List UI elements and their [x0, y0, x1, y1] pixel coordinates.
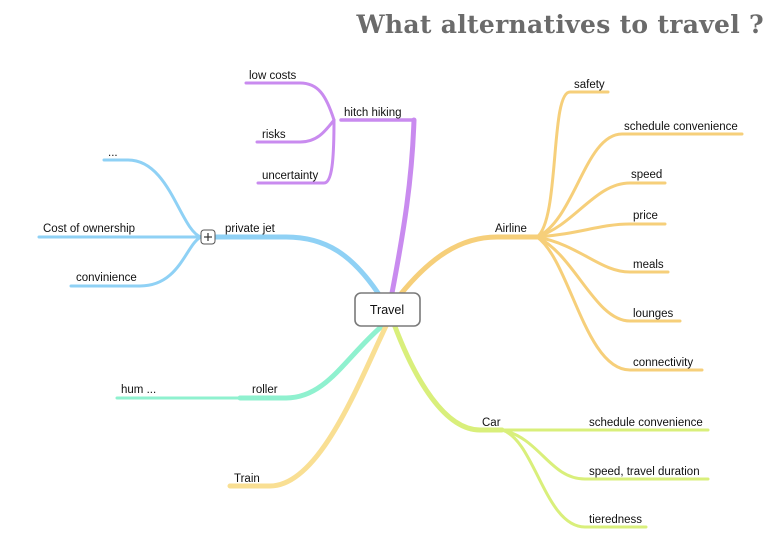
connector-safety [535, 90, 610, 239]
connector-roller [237, 323, 385, 401]
subtopic-ellipsis[interactable]: ... [108, 147, 118, 159]
subtopic-uncertainty[interactable]: uncertainty [262, 170, 319, 182]
subtopic-cost-of-ownership[interactable]: Cost of ownership [43, 223, 135, 235]
subtopic-speed[interactable]: speed [631, 169, 662, 181]
connector-tieredness [500, 428, 648, 529]
central-node-label: Travel [370, 303, 404, 317]
connector-price [535, 222, 667, 239]
connector-speed-travel-duration [500, 428, 710, 481]
connector-low-costs [244, 81, 336, 122]
central-node[interactable]: Travel [354, 292, 421, 327]
connector-connectivity [535, 235, 704, 372]
branch-connectors [37, 81, 744, 529]
connector-ellipsis [102, 158, 203, 239]
mindmap-title: What alternatives to travel ? [356, 10, 764, 39]
connector-hitch-hiking [389, 117, 417, 296]
connector-train [227, 323, 389, 489]
subtopic-risks[interactable]: risks [262, 129, 286, 141]
subtopic-low-costs[interactable]: low costs [249, 70, 297, 82]
connector-car [391, 321, 505, 433]
subtopic-hum[interactable]: hum ... [121, 384, 156, 396]
connector-risks [255, 118, 336, 144]
subtopic-schedule-convenience-car[interactable]: schedule convenience [589, 417, 703, 429]
topic-hitch-hiking[interactable]: hitch hiking [344, 107, 402, 119]
connector-uncertainty [256, 118, 336, 185]
connector-schedule-airline [535, 132, 744, 239]
plus-box-icon[interactable] [200, 229, 216, 245]
subtopic-meals[interactable]: meals [633, 259, 664, 271]
subtopic-speed-travel-duration[interactable]: speed, travel duration [589, 466, 700, 478]
subtopic-lounges[interactable]: lounges [633, 308, 674, 320]
topic-roller[interactable]: roller [252, 384, 278, 396]
topic-train[interactable]: Train [234, 473, 260, 485]
topic-private-jet[interactable]: private jet [225, 223, 276, 235]
subtopic-price[interactable]: price [633, 210, 658, 222]
topic-airline[interactable]: Airline [495, 223, 527, 235]
connector-airline [397, 234, 540, 298]
connector-lounges [535, 235, 682, 323]
connector-speed [535, 181, 667, 239]
subtopic-connectivity[interactable]: connectivity [633, 357, 693, 369]
subtopic-schedule-convenience-airline[interactable]: schedule convenience [624, 121, 738, 133]
subtopic-safety[interactable]: safety [574, 79, 605, 91]
connector-private-jet [211, 234, 381, 296]
subtopic-convinience[interactable]: convinience [76, 272, 137, 284]
subtopic-tieredness[interactable]: tieredness [589, 514, 642, 526]
connector-convinience [69, 235, 203, 288]
topic-car[interactable]: Car [482, 417, 501, 429]
connector-meals [535, 235, 670, 274]
